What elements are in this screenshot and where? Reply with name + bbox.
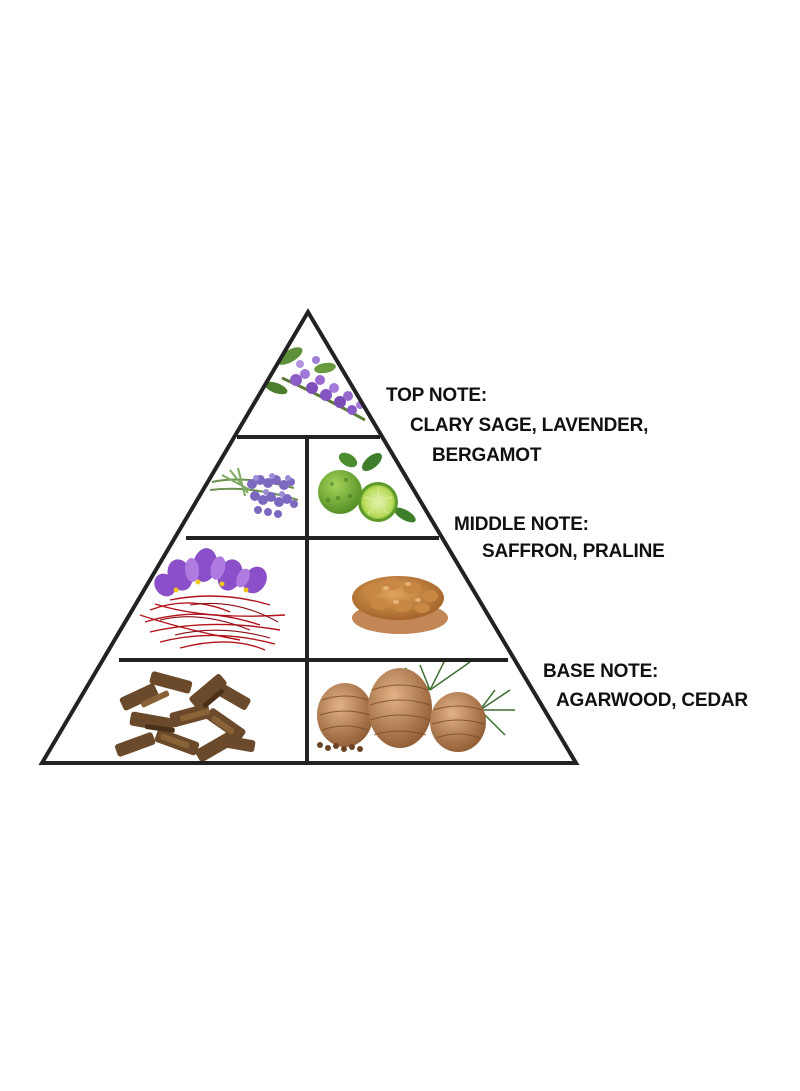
pyramid-outline [38, 308, 580, 765]
top-note-ingredients-line-1: CLARY SAGE, LAVENDER, [410, 415, 649, 436]
saffron-image [139, 548, 286, 651]
bergamot-image [318, 452, 416, 523]
top-note-heading: TOP NOTE: [386, 385, 487, 406]
base-note-heading: BASE NOTE: [543, 661, 659, 682]
praline-image [352, 576, 448, 634]
lavender-image [209, 467, 299, 518]
middle-note-ingredients: SAFFRON, PRALINE [482, 541, 665, 562]
base-note-ingredients: AGARWOOD, CEDAR [556, 690, 748, 711]
cedar-image [317, 659, 515, 752]
middle-note-heading: MIDDLE NOTE: [454, 514, 589, 535]
top-note-ingredients-line-2: BERGAMOT [432, 445, 542, 466]
agarwood-image [114, 671, 256, 762]
clary-sage-image [264, 347, 366, 422]
